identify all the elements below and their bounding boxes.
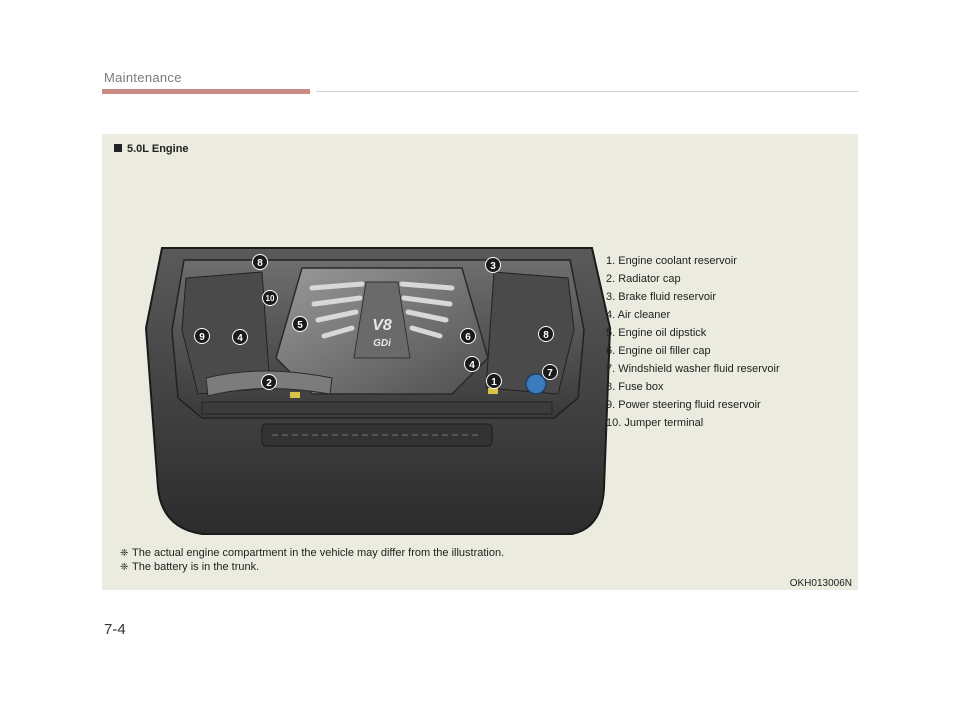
callout-label: 5 — [297, 320, 303, 331]
callout-8-right: 8 — [538, 326, 554, 342]
callout-label: 4 — [237, 333, 243, 344]
image-code: OKH013006N — [789, 578, 852, 589]
callout-4-right: 4 — [464, 356, 480, 372]
list-item: 4. Air cleaner — [606, 309, 671, 321]
parts-list: 1. Engine coolant reservoir 2. Radiator … — [606, 252, 780, 432]
callout-3: 3 — [485, 257, 501, 273]
callout-10: 10 — [262, 290, 278, 306]
note-mark-icon: ❈ — [120, 548, 129, 559]
engine-badge-line2: GDi — [373, 338, 391, 349]
section-title: Maintenance — [104, 70, 182, 85]
list-item: 6. Engine oil filler cap — [606, 345, 711, 357]
list-item: 2. Radiator cap — [606, 273, 681, 285]
list-item: 8. Fuse box — [606, 381, 664, 393]
note-line: ❈The battery is in the trunk. — [120, 560, 504, 574]
engine-compartment-illustration: V8 GDi 8 3 10 5 9 4 6 — [144, 247, 612, 535]
callout-7: 7 — [542, 364, 558, 380]
callout-label: 4 — [469, 360, 475, 371]
list-item: 1. Engine coolant reservoir — [606, 255, 737, 267]
figure-title-text: 5.0L Engine — [127, 143, 189, 155]
callout-label: 2 — [266, 378, 272, 389]
list-item: 9. Power steering fluid reservoir — [606, 399, 761, 411]
accent-rule — [102, 89, 310, 94]
callout-1: 1 — [486, 373, 502, 389]
callout-8-left: 8 — [252, 254, 268, 270]
callout-2: 2 — [261, 374, 277, 390]
list-item: 3. Brake fluid reservoir — [606, 291, 717, 303]
note-text: The actual engine compartment in the veh… — [132, 547, 505, 559]
callout-label: 8 — [257, 258, 263, 269]
callout-label: 7 — [547, 368, 553, 379]
note-text: The battery is in the trunk. — [132, 561, 260, 573]
list-item: 5. Engine oil dipstick — [606, 327, 707, 339]
note-mark-icon: ❈ — [120, 562, 129, 573]
note-line: ❈The actual engine compartment in the ve… — [120, 546, 504, 560]
callout-6: 6 — [460, 328, 476, 344]
callout-5: 5 — [292, 316, 308, 332]
callout-label: 3 — [490, 261, 496, 272]
header-rule — [316, 91, 858, 92]
figure-notes: ❈The actual engine compartment in the ve… — [120, 546, 504, 574]
figure-panel: 5.0L Engine — [102, 134, 858, 590]
figure-title: 5.0L Engine — [114, 143, 189, 155]
callout-label: 8 — [543, 330, 549, 341]
callout-4-left: 4 — [232, 329, 248, 345]
callout-label: 1 — [491, 377, 497, 388]
callout-label: 9 — [199, 332, 205, 343]
callout-label: 10 — [266, 294, 275, 303]
list-item: 7. Windshield washer fluid reservoir — [606, 363, 780, 375]
callout-label: 6 — [465, 332, 471, 343]
engine-badge-line1: V8 — [372, 317, 392, 334]
square-bullet-icon — [114, 144, 122, 152]
list-item: 10. Jumper terminal — [606, 417, 704, 429]
page-number: 7-4 — [104, 621, 126, 638]
callout-9: 9 — [194, 328, 210, 344]
